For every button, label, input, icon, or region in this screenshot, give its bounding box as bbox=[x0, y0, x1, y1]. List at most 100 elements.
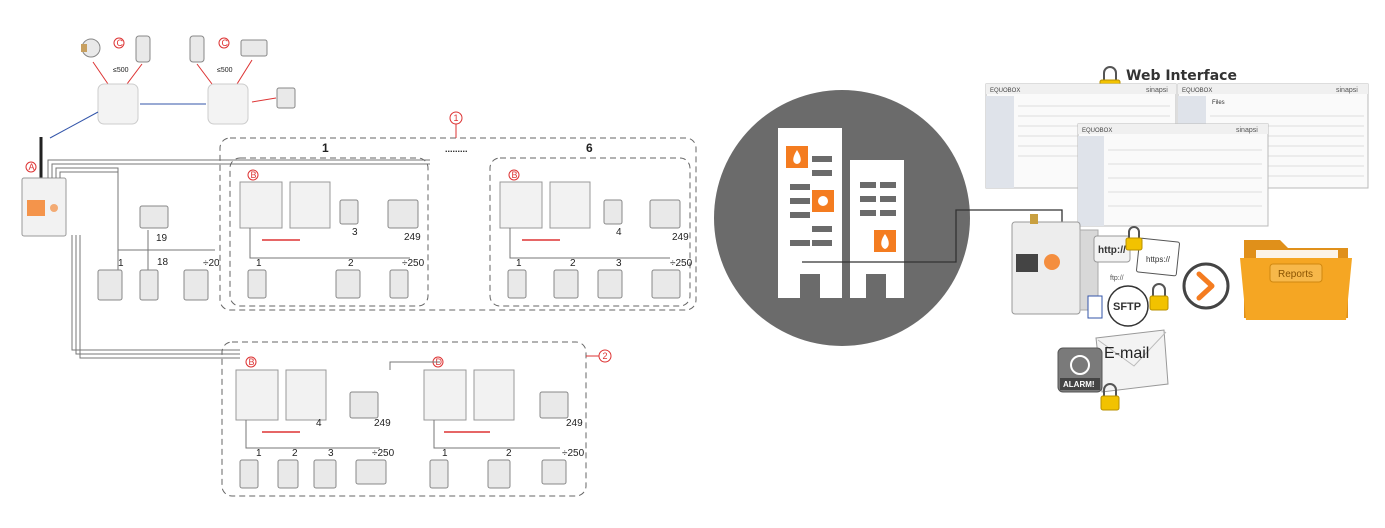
module-bottom-a bbox=[235, 369, 279, 421]
gateway-device bbox=[1011, 214, 1103, 319]
screen3-brand: sinapsi bbox=[1236, 127, 1258, 134]
meter-bottom-num-249a: 249 bbox=[374, 418, 391, 429]
email-label: E-mail bbox=[1104, 345, 1149, 362]
alarm-label: ALARM! bbox=[1063, 380, 1095, 389]
meter-g6-4 bbox=[603, 199, 623, 225]
distance-label-left: ≤500 bbox=[113, 67, 129, 74]
group-6-label: 6 bbox=[586, 141, 593, 155]
meter-18 bbox=[139, 269, 159, 301]
meter-bottom-num-1b: 1 bbox=[442, 448, 448, 459]
reports-folder-icon: Reports bbox=[1240, 240, 1352, 320]
circle-2: 2 bbox=[603, 351, 608, 361]
meter-g1-3 bbox=[339, 199, 359, 225]
meter-g6-num-4: 4 bbox=[616, 227, 622, 238]
meter-g6-250 bbox=[651, 269, 681, 299]
https-lock-icon bbox=[1125, 226, 1143, 251]
meter-g6-num-1: 1 bbox=[516, 258, 522, 269]
meter-g1-1 bbox=[247, 269, 267, 299]
sftp-icon: SFTP bbox=[1107, 285, 1149, 327]
meter-g1-num-3: 3 bbox=[352, 227, 358, 238]
sftp-label: SFTP bbox=[1113, 301, 1141, 313]
group-box-bottom bbox=[221, 341, 587, 497]
wireless-meter-1 bbox=[81, 38, 101, 58]
module-g6-a bbox=[499, 181, 543, 229]
arrow-right-icon bbox=[1182, 262, 1230, 310]
web-interface-group: Web Interface EQUOBOX sinapsi EQUOBOX si… bbox=[985, 66, 1369, 411]
group-1-box bbox=[229, 157, 429, 307]
meter-g6-num-3: 3 bbox=[616, 258, 622, 269]
meter-g1-2 bbox=[335, 269, 361, 299]
meter-bottom-num-249b: 249 bbox=[566, 418, 583, 429]
meter-g1-249 bbox=[387, 199, 419, 229]
marker-a: A bbox=[29, 162, 35, 172]
meter-bottom-num-3: 3 bbox=[328, 448, 334, 459]
module-bottom-c bbox=[423, 369, 467, 421]
distance-label-right: ≤500 bbox=[217, 67, 233, 74]
module-bottom-b bbox=[285, 369, 327, 421]
group-1-label: 1 bbox=[322, 141, 329, 155]
meter-bottom-249a bbox=[349, 391, 379, 419]
email-lock-icon bbox=[1100, 383, 1120, 411]
reports-label: Reports bbox=[1278, 269, 1313, 280]
sftp-lock-icon bbox=[1149, 283, 1169, 311]
meter-g1-num-249: 249 bbox=[404, 232, 421, 243]
wireless-meter-4 bbox=[240, 39, 268, 57]
meter-g6-num-250: ÷250 bbox=[670, 258, 693, 269]
screen2-logo: EQUOBOX bbox=[1182, 88, 1212, 94]
web-screen-3: EQUOBOX sinapsi bbox=[1077, 123, 1269, 227]
meter-bottom-2 bbox=[277, 459, 299, 489]
meter-g6-249 bbox=[649, 199, 681, 229]
group-6-box bbox=[489, 157, 691, 307]
alarm-icon: ALARM! bbox=[1057, 347, 1103, 393]
wireless-meter-2 bbox=[135, 35, 151, 63]
marker-c-right: C bbox=[222, 38, 229, 48]
marker-c-left: C bbox=[117, 38, 124, 48]
wireless-concentrator-2 bbox=[207, 83, 249, 125]
meter-bottom-num-1: 1 bbox=[256, 448, 262, 459]
meter-left-1 bbox=[97, 269, 123, 301]
module-g1-b bbox=[289, 181, 331, 229]
wireless-meter-5 bbox=[276, 87, 296, 109]
meter-g1-num-1: 1 bbox=[256, 258, 262, 269]
meter-g6-2 bbox=[553, 269, 579, 299]
building-graphic bbox=[714, 90, 1063, 346]
meter-num-18: 18 bbox=[157, 257, 169, 268]
https-icon: https:// bbox=[1136, 237, 1180, 277]
web-interface-title: Web Interface bbox=[1126, 68, 1237, 84]
meter-num-1: 1 bbox=[118, 258, 124, 269]
email-icon: E-mail bbox=[1095, 329, 1169, 393]
screen2-brand: sinapsi bbox=[1336, 87, 1358, 94]
ftp-label: ftp:// bbox=[1110, 275, 1124, 282]
meter-19 bbox=[139, 205, 169, 229]
module-bottom-d bbox=[473, 369, 515, 421]
marker-b-g6: B bbox=[512, 170, 518, 180]
meter-20 bbox=[183, 269, 209, 301]
wireless-meter-3 bbox=[189, 35, 205, 63]
meter-g1-num-250: ÷250 bbox=[402, 258, 425, 269]
marker-b-g1: B bbox=[251, 170, 257, 180]
wireless-concentrator-1 bbox=[97, 83, 139, 125]
https-label: https:// bbox=[1146, 255, 1171, 264]
meter-g6-num-2: 2 bbox=[570, 258, 576, 269]
screen1-brand: sinapsi bbox=[1146, 87, 1168, 94]
circle-1: 1 bbox=[454, 113, 459, 123]
meter-g1-num-2: 2 bbox=[348, 258, 354, 269]
meter-bottom-num-2: 2 bbox=[292, 448, 298, 459]
screen1-logo: EQUOBOX bbox=[990, 88, 1020, 94]
meter-bottom-1 bbox=[239, 459, 259, 489]
meter-bottom-250b bbox=[541, 459, 567, 485]
meter-bottom-1b bbox=[429, 459, 449, 489]
marker-b-bottom: B bbox=[249, 357, 255, 367]
meter-bottom-2b bbox=[487, 459, 511, 489]
meter-g1-250 bbox=[389, 269, 409, 299]
meter-bottom-250a bbox=[355, 459, 387, 485]
screen2-files-title: Files bbox=[1212, 100, 1225, 106]
meter-g6-num-249: 249 bbox=[672, 232, 689, 243]
meter-g6-1 bbox=[507, 269, 527, 299]
ms-azure-badge bbox=[1087, 295, 1103, 319]
http-icon: http:// bbox=[1093, 235, 1131, 263]
meter-g6-3 bbox=[597, 269, 623, 299]
screen3-logo: EQUOBOX bbox=[1082, 128, 1112, 134]
meter-bottom-num-2b: 2 bbox=[506, 448, 512, 459]
